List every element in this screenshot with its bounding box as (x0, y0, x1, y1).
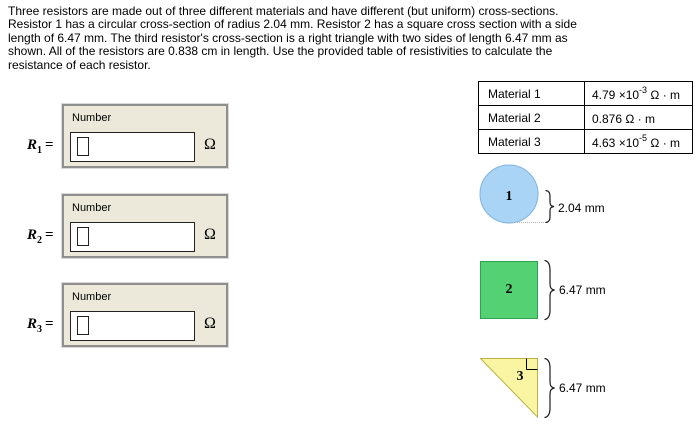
triangle-shape (480, 358, 538, 418)
square-shape (480, 261, 538, 319)
resistivity-unit: Ω · m (647, 87, 681, 102)
resistivity-unit: Ω · m (622, 111, 655, 126)
resistance-3-input[interactable] (70, 311, 195, 341)
shape-number-2: 2 (505, 282, 513, 297)
resistivity-exponent: -5 (639, 132, 648, 143)
dimension-label-radius: 2.04 mm (558, 201, 605, 215)
table-row: Material 1 4.79 ×10-3 Ω · m (478, 81, 693, 106)
number-field-caption: Number (72, 112, 112, 124)
resistivity-cell: 4.79 ×10-3 Ω · m (584, 81, 693, 106)
resistivity-value: 0.876 (592, 111, 623, 126)
text-cursor-box (77, 316, 89, 335)
resistance-1-label: R1= (27, 137, 61, 156)
problem-line: Three resistors are made out of three di… (8, 4, 559, 18)
r-symbol: R (27, 227, 38, 243)
resistance-2-input[interactable] (70, 222, 195, 252)
r-subscript: 2 (37, 235, 43, 246)
shape-number-3: 3 (516, 369, 524, 384)
equals-sign: = (45, 137, 54, 153)
triangle-cross-section (480, 358, 538, 418)
material-cell: Material 1 (478, 81, 585, 106)
right-angle-marker-icon (526, 358, 538, 370)
dimension-label-side: 6.47 mm (559, 283, 606, 297)
problem-line: Resistor 1 has a circular cross-section … (8, 17, 577, 32)
ohm-unit-label: Ω (204, 136, 216, 153)
equals-sign: = (45, 316, 54, 332)
material-cell: Material 3 (478, 129, 585, 154)
ohm-unit-label: Ω (204, 226, 216, 243)
text-cursor-box (77, 137, 89, 156)
r-symbol: R (27, 137, 38, 153)
equals-sign: = (45, 227, 54, 243)
side-brace-icon (544, 358, 555, 419)
r-subscript: 1 (37, 145, 43, 156)
resistivity-value: 4.63 ×10 (592, 135, 640, 150)
problem-statement: Three resistors are made out of three di… (8, 4, 684, 72)
answer-panel-2: Number (61, 193, 229, 259)
circle-cross-section (479, 164, 539, 224)
problem-line: resistance of each resistor. (8, 57, 151, 72)
resistivity-unit: Ω · m (647, 135, 681, 150)
resistivity-exponent: -3 (639, 84, 648, 95)
ohm-unit-label: Ω (204, 315, 216, 332)
r-subscript: 3 (37, 324, 43, 335)
number-field-caption: Number (72, 202, 112, 214)
table-row: Material 2 0.876 Ω · m (478, 105, 693, 130)
circle-shape (479, 164, 539, 224)
resistivity-cell: 4.63 ×10-5 Ω · m (584, 129, 693, 154)
r-symbol: R (27, 316, 38, 332)
problem-line: length of 6.47 mm. The third resistor's … (8, 30, 568, 45)
resistance-3-label: R3= (27, 316, 61, 335)
resistance-1-input[interactable] (70, 132, 195, 162)
square-cross-section (480, 261, 538, 319)
side-brace-icon (544, 260, 555, 321)
answer-panel-3: Number (61, 282, 229, 348)
problem-line: shown. All of the resistors are 0.838 cm… (8, 44, 553, 59)
dotted-extension-line (508, 222, 546, 223)
number-field-caption: Number (72, 291, 112, 303)
resistivity-table: Material 1 4.79 ×10-3 Ω · m Material 2 0… (478, 81, 693, 154)
dimension-label-side: 6.47 mm (559, 381, 606, 395)
radius-brace-icon (545, 190, 555, 223)
resistivity-value: 4.79 ×10 (592, 87, 640, 102)
material-cell: Material 2 (478, 105, 585, 130)
answer-panel-1: Number (61, 103, 229, 169)
shape-number-1: 1 (505, 189, 513, 204)
resistivity-cell: 0.876 Ω · m (584, 105, 693, 130)
resistance-2-label: R2= (27, 227, 61, 246)
text-cursor-box (77, 227, 89, 246)
table-row: Material 3 4.63 ×10-5 Ω · m (478, 129, 693, 154)
